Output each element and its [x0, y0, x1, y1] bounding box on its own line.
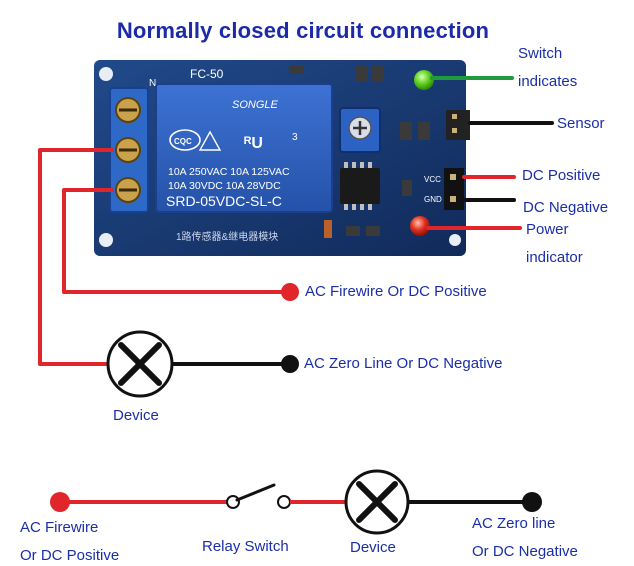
ul-number: 3	[292, 132, 298, 143]
cqc-logo	[169, 129, 201, 151]
label-bottom-firewire-1: AC Firewire	[20, 519, 99, 536]
device-top-symbol	[106, 330, 174, 398]
pin-gnd: GND	[424, 195, 442, 204]
top-wiring	[38, 76, 554, 366]
relay-switch-contact	[226, 495, 240, 509]
relay-module-board: FC-50 N SONGLE CQC ᴿU 3 10A 250VAC 10A 1…	[94, 60, 470, 256]
red-wire-device	[38, 148, 114, 366]
label-bottom-firewire-2: Or DC Positive	[20, 547, 120, 564]
power-header: VCC GND	[424, 168, 464, 210]
smd-components	[290, 66, 430, 238]
relay-brand: SONGLE	[232, 99, 279, 111]
sensor-header	[446, 110, 470, 140]
power-led-red	[410, 216, 430, 236]
label-ac-firewire: AC Firewire Or DC Positive	[305, 283, 487, 300]
zero-terminal-dot	[281, 355, 299, 373]
label-bottom-zero-2: Or DC Negative	[472, 543, 578, 560]
board-model: FC-50	[190, 67, 224, 81]
label-device-bottom: Device	[350, 539, 396, 556]
label-power-indicator-2: indicator	[526, 249, 583, 266]
bottom-schematic	[50, 469, 542, 535]
label-dc-positive: DC Positive	[522, 167, 601, 184]
relay-switch-contact	[277, 495, 291, 509]
cqc-text: CQC	[174, 137, 192, 146]
label-switch-indicates-1: Switch	[518, 45, 563, 62]
comparator-ic	[340, 162, 380, 210]
mount-hole	[449, 234, 461, 246]
diagram-title: Normally closed circuit connection	[116, 18, 490, 43]
relay: SONGLE CQC ᴿU 3 10A 250VAC 10A 125VAC 10…	[155, 83, 333, 213]
screw-terminal-block	[109, 87, 149, 213]
bottom-zero-dot	[522, 492, 542, 512]
ul-logo: ᴿU	[244, 135, 263, 152]
relay-ratings-1: 10A 250VAC 10A 125VAC	[168, 166, 290, 178]
board-n-mark: N	[149, 78, 156, 89]
red-wire-firewire	[62, 188, 292, 294]
label-sensor: Sensor	[557, 115, 605, 132]
label-ac-zero: AC Zero Line Or DC Negative	[304, 355, 503, 372]
label-switch-indicates-2: indicates	[518, 73, 578, 90]
pin-vcc: VCC	[424, 175, 441, 184]
board-caption: 1路传感器&继电器模块	[176, 230, 278, 243]
label-bottom-zero-1: AC Zero line	[472, 515, 556, 532]
mount-hole	[99, 67, 113, 81]
relay-ratings-2: 10A 30VDC 10A 28VDC	[168, 180, 281, 192]
potentiometer	[339, 107, 381, 153]
relay-model: SRD-05VDC-SL-C	[166, 193, 282, 209]
label-relay-switch: Relay Switch	[202, 538, 289, 555]
bottom-firewire-dot	[50, 492, 70, 512]
label-power-indicator-1: Power	[526, 221, 569, 238]
relay-switch-lever	[235, 483, 276, 502]
mount-hole	[99, 233, 113, 247]
label-device-top: Device	[113, 407, 159, 424]
switch-led-green	[414, 70, 434, 90]
warning-triangle-icon	[198, 130, 222, 151]
label-dc-negative: DC Negative	[523, 199, 609, 216]
firewire-terminal-dot	[281, 283, 299, 301]
